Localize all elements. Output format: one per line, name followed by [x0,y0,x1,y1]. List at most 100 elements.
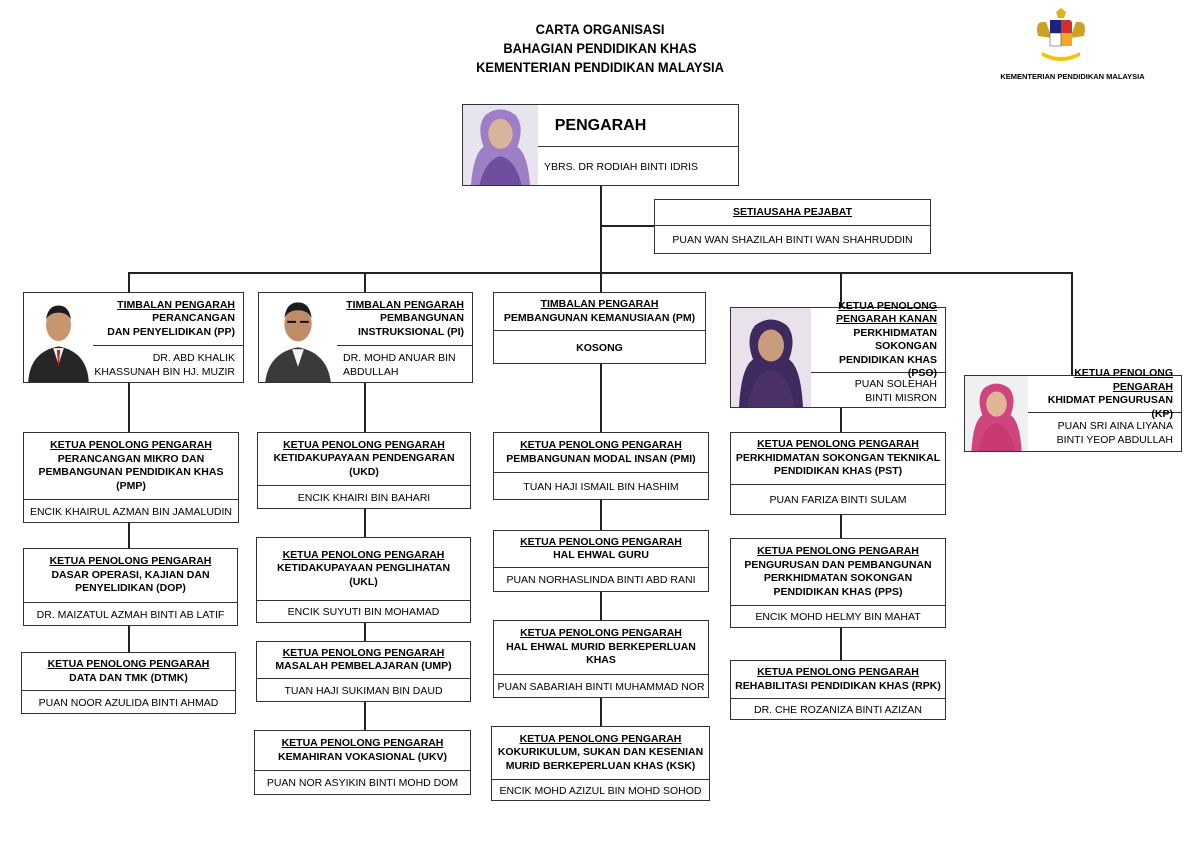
officer-name: TUAN HAJI SUKIMAN BIN DAUD [257,680,470,701]
title-line: PENGARAH [554,116,647,134]
name-line: BINTI YEOP ABDULLAH [1056,433,1173,446]
officer-name: PUAN WAN SHAZILAH BINTI WAN SHAHRUDDIN [655,227,930,253]
connector-line [840,272,842,307]
name-line: DR. MAIZATUL AZMAH BINTI AB LATIF [36,608,225,621]
name-line: PUAN FARIZA BINTI SULAM [769,494,907,506]
name-line: ENCIK MOHD AZIZUL BIN MOHD SOHOD [499,784,702,797]
title-line: KETIDAKUPAYAAN PENDENGARAN [273,452,455,465]
connector-line [600,225,654,227]
connector-line [840,515,842,538]
title-line: PEMBANGUNAN MODAL INSAN (PMI) [506,452,696,465]
chart-title: CARTA ORGANISASI BAHAGIAN PENDIDIKAN KHA… [416,20,784,77]
title-line: PENYELIDIKAN (DOP) [75,582,186,595]
title-line: PERANCANGAN [152,312,235,325]
title-line: PENDIDIKAN KHAS (PST) [773,465,903,478]
title-line: KETUA PENOLONG PENGARAH [757,666,919,678]
connector-line [600,272,602,292]
title-line: KETIDAKUPAYAAN PENGLIHATAN [276,562,451,575]
officer-name: DR. CHE ROZANIZA BINTI AZIZAN [731,700,945,719]
name-line: PUAN WAN SHAZILAH BINTI WAN SHAHRUDDIN [672,234,913,246]
name-line: DR. ABD KHALIK [152,351,235,364]
officer-photo [463,105,538,185]
officer-name: PUAN FARIZA BINTI SULAM [731,486,945,514]
title-line: MASALAH PEMBELAJARAN (UMP) [275,660,452,672]
position-title: SETIAUSAHA PEJABAT [655,200,930,226]
title-line: PERKHIDMATAN SOKONGAN [763,572,913,584]
title-line: PENGARAH KANAN [836,313,937,325]
title-line: PERKHIDMATAN SOKONGAN TEKNIKAL [735,451,941,464]
officer-photo [259,293,337,382]
name-line: TUAN HAJI SUKIMAN BIN DAUD [284,684,443,697]
officer-name: TUAN HAJI ISMAIL BIN HASHIM [494,474,708,499]
connector-line [364,623,366,641]
title-line: SETIAUSAHA PEJABAT [732,205,852,218]
officer-name: ENCIK KHAIRUL AZMAN BIN JAMALUDIN [24,501,238,522]
officer-name: ENCIK KHAIRI BIN BAHARI [258,487,470,508]
title-line: DASAR OPERASI, KAJIAN DAN [51,568,210,581]
name-line: PUAN NOR ASYIKIN BINTI MOHD DOM [266,777,459,789]
title-line: HAL EHWAL GURU [553,549,649,561]
connector-line [364,383,366,432]
title-line: (PMP) [116,479,146,492]
title-line-3: KEMENTERIAN PENDIDIKAN MALAYSIA [476,59,724,75]
officer-name: ENCIK SUYUTI BIN MOHAMAD [257,602,470,622]
title-line: PEMBANGUNAN PENDIDIKAN KHAS [38,466,224,478]
title-line: REHABILITASI PENDIDIKAN KHAS (RPK) [735,679,941,692]
officer-name: PUAN NOR ASYIKIN BINTI MOHD DOM [255,772,470,794]
title-line: TIMBALAN PENGARAH [117,298,235,311]
title-line: PENGURUSAN DAN PEMBANGUNAN [744,558,932,571]
officer-name: PUAN NORHASLINDA BINTI ABD RANI [494,569,708,591]
name-line: ABDULLAH [343,365,399,378]
officer-name: YBRS. DR RODIAH BINTI IDRIS [463,148,738,185]
title-line: KETUA PENOLONG PENGARAH [519,732,682,745]
title-line: MURID BERKEPERLUAN KHAS (KSK) [505,759,696,772]
officer-name: ENCIK MOHD HELMY BIN MAHAT [731,607,945,627]
title-line: KETUA PENOLONG PENGARAH [49,555,212,568]
officer-photo [965,376,1028,451]
title-line: (UKD) [349,465,379,478]
title-line: KEMAHIRAN VOKASIONAL (UKV) [278,750,447,763]
connector-line [128,523,130,548]
title-line: PERKHIDMATAN SOKONGAN [853,326,937,353]
title-line: KETUA PENOLONG PENGARAH [282,548,445,561]
name-line: PUAN NORHASLINDA BINTI ABD RANI [506,574,696,586]
title-line: KETUA PENOLONG PENGARAH [283,438,445,451]
title-line: (UKL) [349,575,378,588]
name-line: PUAN SABARIAH BINTI MUHAMMAD NOR [497,680,705,693]
name-line: KHASSUNAH BIN HJ. MUZIR [94,365,235,378]
connector-line [600,500,602,530]
title-line-2: BAHAGIAN PENDIDIKAN KHAS [503,40,697,56]
name-line: ENCIK MOHD HELMY BIN MAHAT [755,611,921,623]
ministry-crest-logo [1030,8,1092,68]
connector-line [128,272,1071,274]
name-line: DR. CHE ROZANIZA BINTI AZIZAN [753,703,922,716]
officer-photo [24,293,93,382]
name-line: ENCIK KHAIRI BIN BAHARI [297,491,431,504]
title-line: KHAS [586,654,616,667]
name-line: PUAN SRI AINA LIYANA [1057,419,1173,432]
title-line: KETUA PENOLONG PENGARAH [281,737,444,749]
name-line: ENCIK KHAIRUL AZMAN BIN JAMALUDIN [29,505,233,518]
